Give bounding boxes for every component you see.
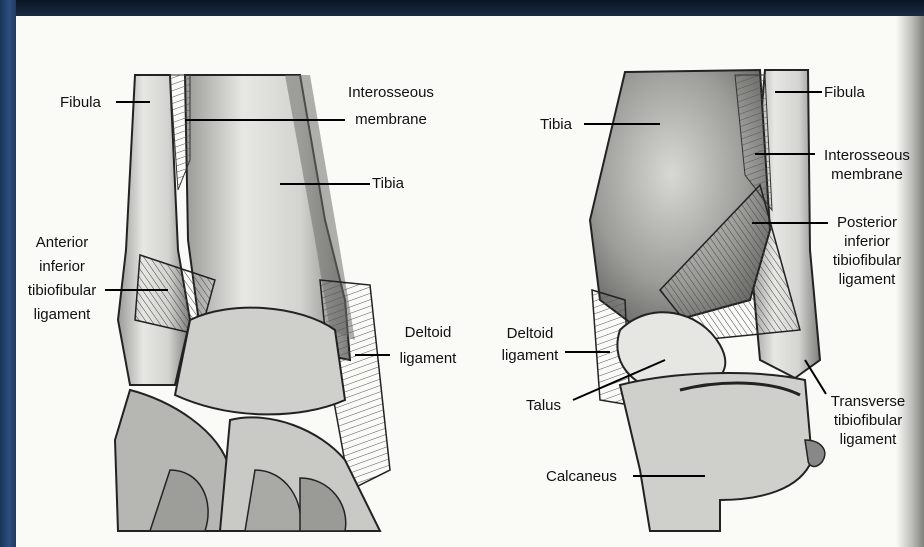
left-anterior-line4: ligament xyxy=(18,303,106,327)
left-anterior-ligament-label: Anterior inferior tibiofibular ligament xyxy=(18,231,106,327)
right-transverse-ligament-label: Transverse tibiofibular ligament xyxy=(818,392,918,449)
right-interosseous-line2: membrane xyxy=(812,165,922,184)
right-interosseous-line1: Interosseous xyxy=(812,146,922,165)
left-talus-shape xyxy=(175,308,345,415)
right-posterior-line4: ligament xyxy=(822,270,912,289)
left-deltoid-line2: ligament xyxy=(388,346,468,372)
right-transverse-line2: tibiofibular xyxy=(818,411,918,430)
left-deltoid-ligament-label: Deltoid ligament xyxy=(388,320,468,372)
right-transverse-line1: Transverse xyxy=(818,392,918,411)
right-talus-label: Talus xyxy=(526,396,561,415)
right-ankle-figure xyxy=(565,70,828,531)
left-ankle-figure xyxy=(105,75,390,531)
left-anterior-line3: tibiofibular xyxy=(18,279,106,303)
left-fibula-label: Fibula xyxy=(60,93,101,112)
left-anterior-line1: Anterior xyxy=(18,231,106,255)
right-calcaneus-shape xyxy=(620,373,812,531)
right-deltoid-line2: ligament xyxy=(492,345,568,367)
right-posterior-line1: Posterior xyxy=(822,213,912,232)
right-transverse-line3: ligament xyxy=(818,430,918,449)
right-deltoid-line1: Deltoid xyxy=(492,323,568,345)
right-posterior-line2: inferior xyxy=(822,232,912,251)
right-interosseous-membrane-label: Interosseous membrane xyxy=(812,146,922,184)
left-interosseous-line2: membrane xyxy=(336,110,446,129)
left-interosseous-membrane-label: Interosseous membrane xyxy=(336,83,446,129)
left-deltoid-line1: Deltoid xyxy=(388,320,468,346)
left-anterior-line2: inferior xyxy=(18,255,106,279)
right-deltoid-ligament-label: Deltoid ligament xyxy=(492,323,568,367)
left-tibia-label: Tibia xyxy=(372,174,404,193)
right-fibula-label: Fibula xyxy=(824,83,865,102)
right-posterior-line3: tibiofibular xyxy=(822,251,912,270)
right-posterior-ligament-label: Posterior inferior tibiofibular ligament xyxy=(822,213,912,289)
right-calcaneus-label: Calcaneus xyxy=(546,467,617,486)
right-tibia-label: Tibia xyxy=(540,115,572,134)
left-interosseous-line1: Interosseous xyxy=(336,83,446,102)
